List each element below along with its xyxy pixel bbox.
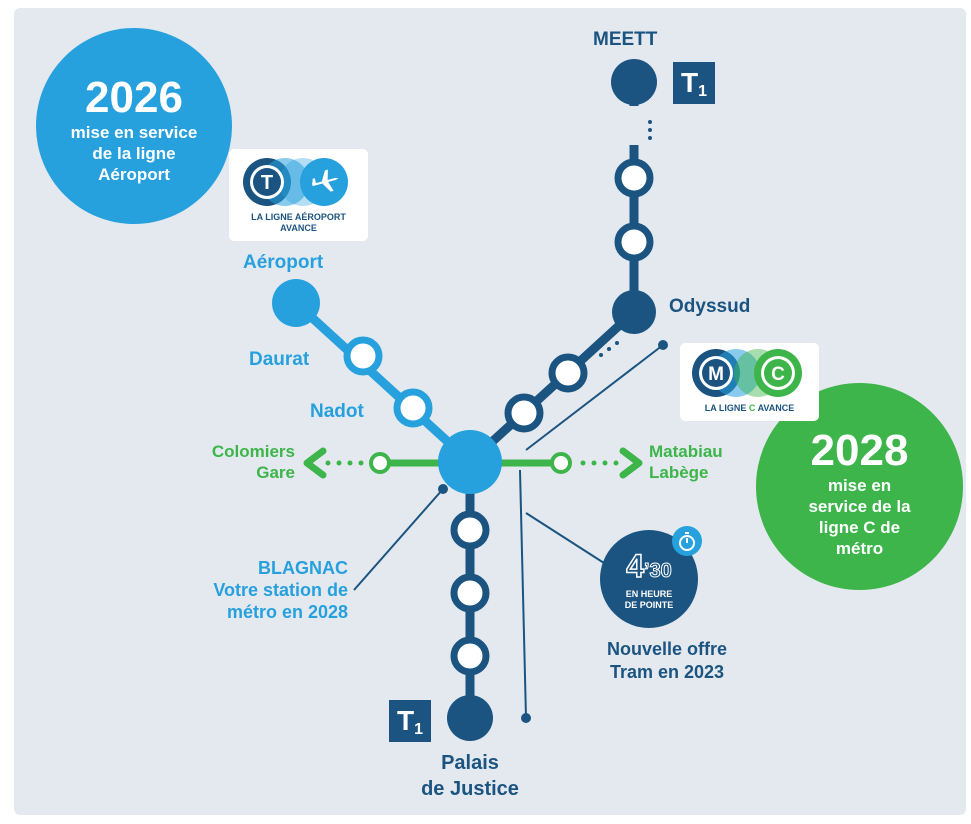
t1-badge-north: T1 xyxy=(673,62,715,104)
station-colomiers-side xyxy=(369,452,391,474)
callout-line-tram-offer xyxy=(525,512,605,564)
station-t1-south-3 xyxy=(450,636,490,676)
bubble-year: 2026 xyxy=(85,73,183,122)
metro-c-dotted-west xyxy=(325,460,364,466)
metro-c-badge-caption: LA LIGNE C AVANCE xyxy=(704,403,795,413)
station-t1-east-1 xyxy=(548,353,588,393)
station-t1-south-2 xyxy=(450,573,490,613)
station-t1-north-2 xyxy=(614,222,654,262)
label-aeroport: Aéroport xyxy=(243,252,324,273)
bubble-text: mise en service de la ligne C de métro xyxy=(808,476,911,558)
station-palais-de-justice xyxy=(447,695,493,741)
callout-line-odyssud xyxy=(525,344,664,451)
callout-dot-bottom xyxy=(521,713,531,723)
tram-offer-sub-1: EN HEURE xyxy=(625,589,673,599)
callout-dot-blagnac xyxy=(438,484,448,494)
station-t1-east-2 xyxy=(504,393,544,433)
station-aeroport xyxy=(272,279,320,327)
bubble-2026-airport: 2026 mise en service de la ligne Aéropor… xyxy=(36,28,232,224)
station-t1-south-1 xyxy=(450,510,490,550)
metro-c-dotted-east xyxy=(580,460,619,466)
arrow-left-icon xyxy=(303,447,327,479)
label-odyssud: Odyssud xyxy=(669,296,751,317)
tram-offer-minutes: ’30 xyxy=(643,560,672,583)
t1-badge-south: T1 xyxy=(389,700,431,742)
t1-line-northeast xyxy=(466,308,638,466)
arrow-right-icon xyxy=(619,447,643,479)
bubble-text: mise en service de la ligne Aéroport xyxy=(70,123,198,184)
label-meett: MEETT xyxy=(593,29,658,50)
station-hub-blagnac xyxy=(438,430,502,494)
label-daurat: Daurat xyxy=(249,349,310,370)
metro-c-line-badge: M C LA LIGNE C AVANCE xyxy=(680,343,819,421)
airport-line xyxy=(292,299,474,466)
metro-c-line-logo: M C xyxy=(692,349,802,397)
station-nadot xyxy=(393,388,433,428)
station-meett xyxy=(611,59,657,105)
badge-letter-m: M xyxy=(708,364,724,385)
t1-dotted-gap-north xyxy=(648,120,652,140)
t1-dotted-gap-east xyxy=(599,341,619,357)
airport-line-badge: T LA LIGNE AÉROPORT AVANCE xyxy=(229,149,368,241)
station-daurat xyxy=(343,336,383,376)
badge-letter-t: T xyxy=(261,172,273,194)
tram-offer-digit: 4 xyxy=(625,547,644,585)
tram-offer-sub-2: DE POINTE xyxy=(624,600,674,610)
station-odyssud xyxy=(612,290,656,334)
station-t1-north-1 xyxy=(614,158,654,198)
badge-letter-c: C xyxy=(771,364,785,385)
callout-line-vertical xyxy=(519,469,527,719)
bubble-year: 2028 xyxy=(810,426,909,475)
stopwatch-icon xyxy=(672,526,702,556)
airport-badge-caption-1: LA LIGNE AÉROPORT xyxy=(251,212,346,222)
airport-badge-caption-2: AVANCE xyxy=(280,223,317,233)
callout-dot-odyssud xyxy=(658,340,668,350)
airport-line-logo: T xyxy=(243,158,348,206)
label-nadot: Nadot xyxy=(310,401,364,422)
plane-icon xyxy=(312,169,339,192)
callout-line-blagnac xyxy=(353,488,444,591)
station-matabiau-side xyxy=(550,452,572,474)
